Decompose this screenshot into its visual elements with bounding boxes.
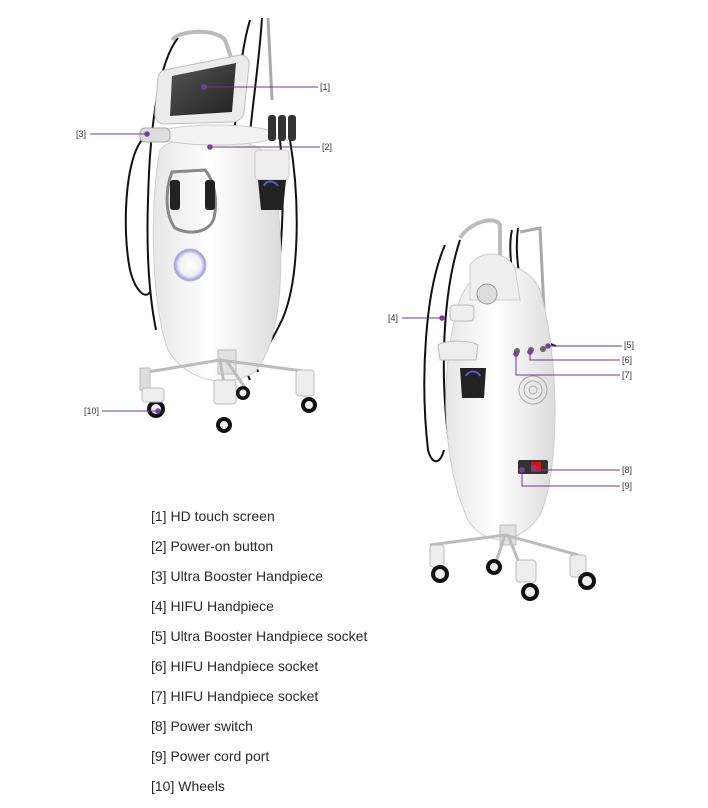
legend-item: [4] HIFU Handpiece: [151, 598, 274, 614]
legend-item: [10] Wheels: [151, 778, 225, 794]
side-view-machine: [423, 218, 596, 601]
marker-6: [527, 349, 533, 355]
front-wheel: [213, 379, 237, 433]
marker-5: [545, 343, 551, 349]
side-wheel: [569, 554, 596, 590]
holder-pole: [266, 17, 274, 101]
marker-10: [155, 408, 161, 414]
callout-line-9: [521, 472, 620, 487]
legend-item: [8] Power switch: [151, 718, 253, 734]
legend-item: [5] Ultra Booster Handpiece socket: [151, 628, 368, 644]
marker-2: [207, 144, 213, 150]
callout-label-5: [5]: [624, 340, 635, 350]
callout-line-6: [529, 354, 620, 361]
marker-1: [201, 84, 207, 90]
side-handle: [458, 218, 502, 285]
handle-arch: [170, 29, 234, 61]
callout-lines: [90, 86, 622, 487]
power-button: [173, 248, 207, 282]
hifu-handpiece: [437, 304, 486, 398]
socket: [540, 346, 546, 352]
callout-label-2: [2]: [322, 142, 333, 152]
side-wheel: [486, 559, 502, 575]
legend-item: [1] HD touch screen: [151, 508, 275, 524]
front-wheel: [236, 386, 250, 400]
side-wheel: [429, 544, 449, 583]
front-view-machine: [124, 17, 317, 433]
callout-label-3: [3]: [76, 129, 87, 139]
front-wheel: [295, 369, 317, 413]
marker-7: [513, 351, 519, 357]
marker-4: [439, 315, 445, 321]
marker-3: [144, 131, 150, 137]
side-base: [429, 533, 579, 576]
speaker-grille: [518, 375, 548, 405]
side-handle: [519, 226, 546, 311]
callout-label-10: [10]: [84, 406, 100, 416]
top-shelf: [155, 124, 277, 146]
callout-label-9: [9]: [622, 481, 633, 491]
marker-8: [531, 465, 537, 471]
marker-9: [519, 467, 525, 473]
cable: [423, 244, 446, 463]
callout-label-8: [8]: [622, 465, 633, 475]
callout-label-4: [4]: [388, 313, 399, 323]
legend-item: [6] HIFU Handpiece socket: [151, 658, 319, 674]
legend-item: [3] Ultra Booster Handpiece: [151, 568, 323, 584]
legend-item: [9] Power cord port: [151, 748, 270, 764]
cable: [124, 139, 151, 296]
callout-label-7: [7]: [622, 370, 633, 380]
legend-item: [2] Power-on button: [151, 538, 274, 554]
cable: [146, 37, 179, 331]
legend-list: [1] HD touch screen [2] Power-on button …: [151, 505, 367, 805]
callout-line-7: [515, 356, 620, 376]
side-wheel: [515, 559, 539, 601]
callout-label-1: [1]: [320, 82, 331, 92]
touch-screen: [154, 54, 250, 125]
callout-label-6: [6]: [622, 355, 633, 365]
legend-item: [7] HIFU Handpiece socket: [151, 688, 319, 704]
callout-markers: [144, 84, 551, 473]
ultra-booster-handpiece: [139, 127, 218, 234]
handpiece-holder: [254, 115, 296, 210]
side-knob: [476, 283, 498, 305]
front-body: [152, 137, 282, 382]
